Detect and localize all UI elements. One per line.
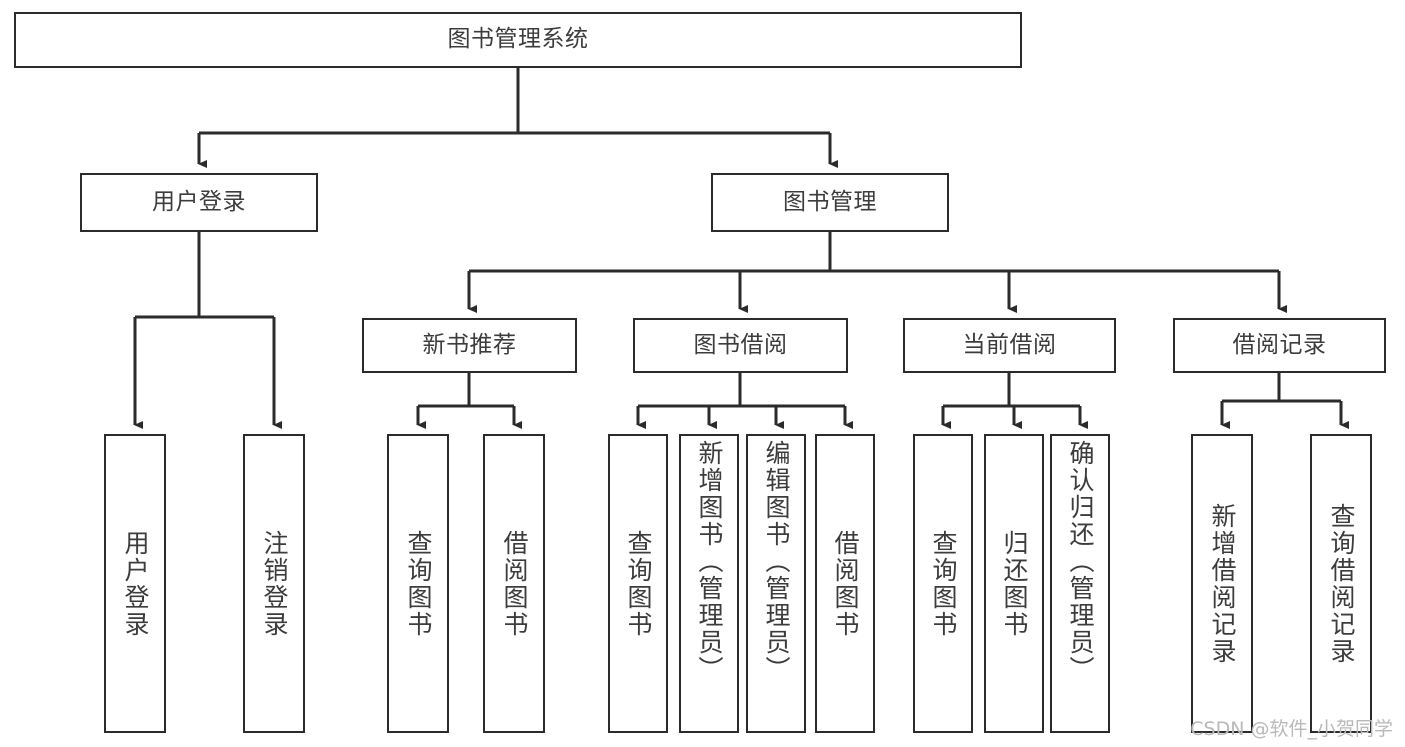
watermark-text: CSDN @软件_小贺同学 <box>1190 718 1393 740</box>
node-leaf-add-record-label: 新增借阅记录 <box>1208 502 1237 665</box>
node-leaf-borrow-book-2-label: 借阅图书 <box>831 529 860 638</box>
node-leaf-user-logout[interactable]: 注销登录 <box>243 434 305 733</box>
node-current-borrow[interactable]: 当前借阅 <box>903 318 1116 373</box>
node-book-manage-label: 图书管理 <box>783 188 877 215</box>
node-root-label: 图书管理系统 <box>447 26 589 53</box>
node-leaf-add-record[interactable]: 新增借阅记录 <box>1191 434 1253 733</box>
node-leaf-confirm-return[interactable]: 确认归还（管理员） <box>1050 434 1110 733</box>
node-leaf-edit-book[interactable]: 编辑图书（管理员） <box>746 434 806 733</box>
node-leaf-query-book-2-label: 查询图书 <box>624 529 653 638</box>
node-leaf-query-record[interactable]: 查询借阅记录 <box>1310 434 1372 733</box>
node-borrow-record-label: 借阅记录 <box>1232 331 1327 358</box>
node-leaf-query-book-2[interactable]: 查询图书 <box>608 434 668 733</box>
node-book-borrow-label: 图书借阅 <box>693 331 788 358</box>
node-leaf-confirm-return-label: 确认归还（管理员） <box>1066 440 1095 683</box>
node-leaf-query-book-1[interactable]: 查询图书 <box>387 434 449 733</box>
node-leaf-add-book-label: 新增图书（管理员） <box>695 440 724 683</box>
node-leaf-borrow-book-1[interactable]: 借阅图书 <box>483 434 545 733</box>
node-new-book-recommend-label: 新书推荐 <box>422 331 517 358</box>
node-leaf-user-login-label: 用户登录 <box>121 529 150 638</box>
node-book-borrow[interactable]: 图书借阅 <box>633 318 848 373</box>
node-leaf-edit-book-label: 编辑图书（管理员） <box>762 440 791 683</box>
node-leaf-user-login[interactable]: 用户登录 <box>104 434 166 733</box>
node-leaf-return-book[interactable]: 归还图书 <box>984 434 1044 733</box>
node-leaf-user-logout-label: 注销登录 <box>260 529 289 638</box>
node-leaf-query-book-1-label: 查询图书 <box>404 529 433 638</box>
node-leaf-return-book-label: 归还图书 <box>1000 529 1029 638</box>
node-leaf-borrow-book-1-label: 借阅图书 <box>500 529 529 638</box>
node-user-login[interactable]: 用户登录 <box>80 173 318 232</box>
node-current-borrow-label: 当前借阅 <box>962 331 1057 358</box>
node-leaf-add-book[interactable]: 新增图书（管理员） <box>679 434 739 733</box>
node-book-manage[interactable]: 图书管理 <box>711 173 949 232</box>
node-borrow-record[interactable]: 借阅记录 <box>1173 318 1386 373</box>
node-leaf-query-book-3[interactable]: 查询图书 <box>913 434 973 733</box>
node-new-book-recommend[interactable]: 新书推荐 <box>362 318 577 373</box>
node-root[interactable]: 图书管理系统 <box>14 12 1022 68</box>
node-leaf-query-record-label: 查询借阅记录 <box>1327 502 1356 665</box>
node-user-login-label: 用户登录 <box>152 188 246 215</box>
node-leaf-borrow-book-2[interactable]: 借阅图书 <box>815 434 875 733</box>
node-leaf-query-book-3-label: 查询图书 <box>929 529 958 638</box>
